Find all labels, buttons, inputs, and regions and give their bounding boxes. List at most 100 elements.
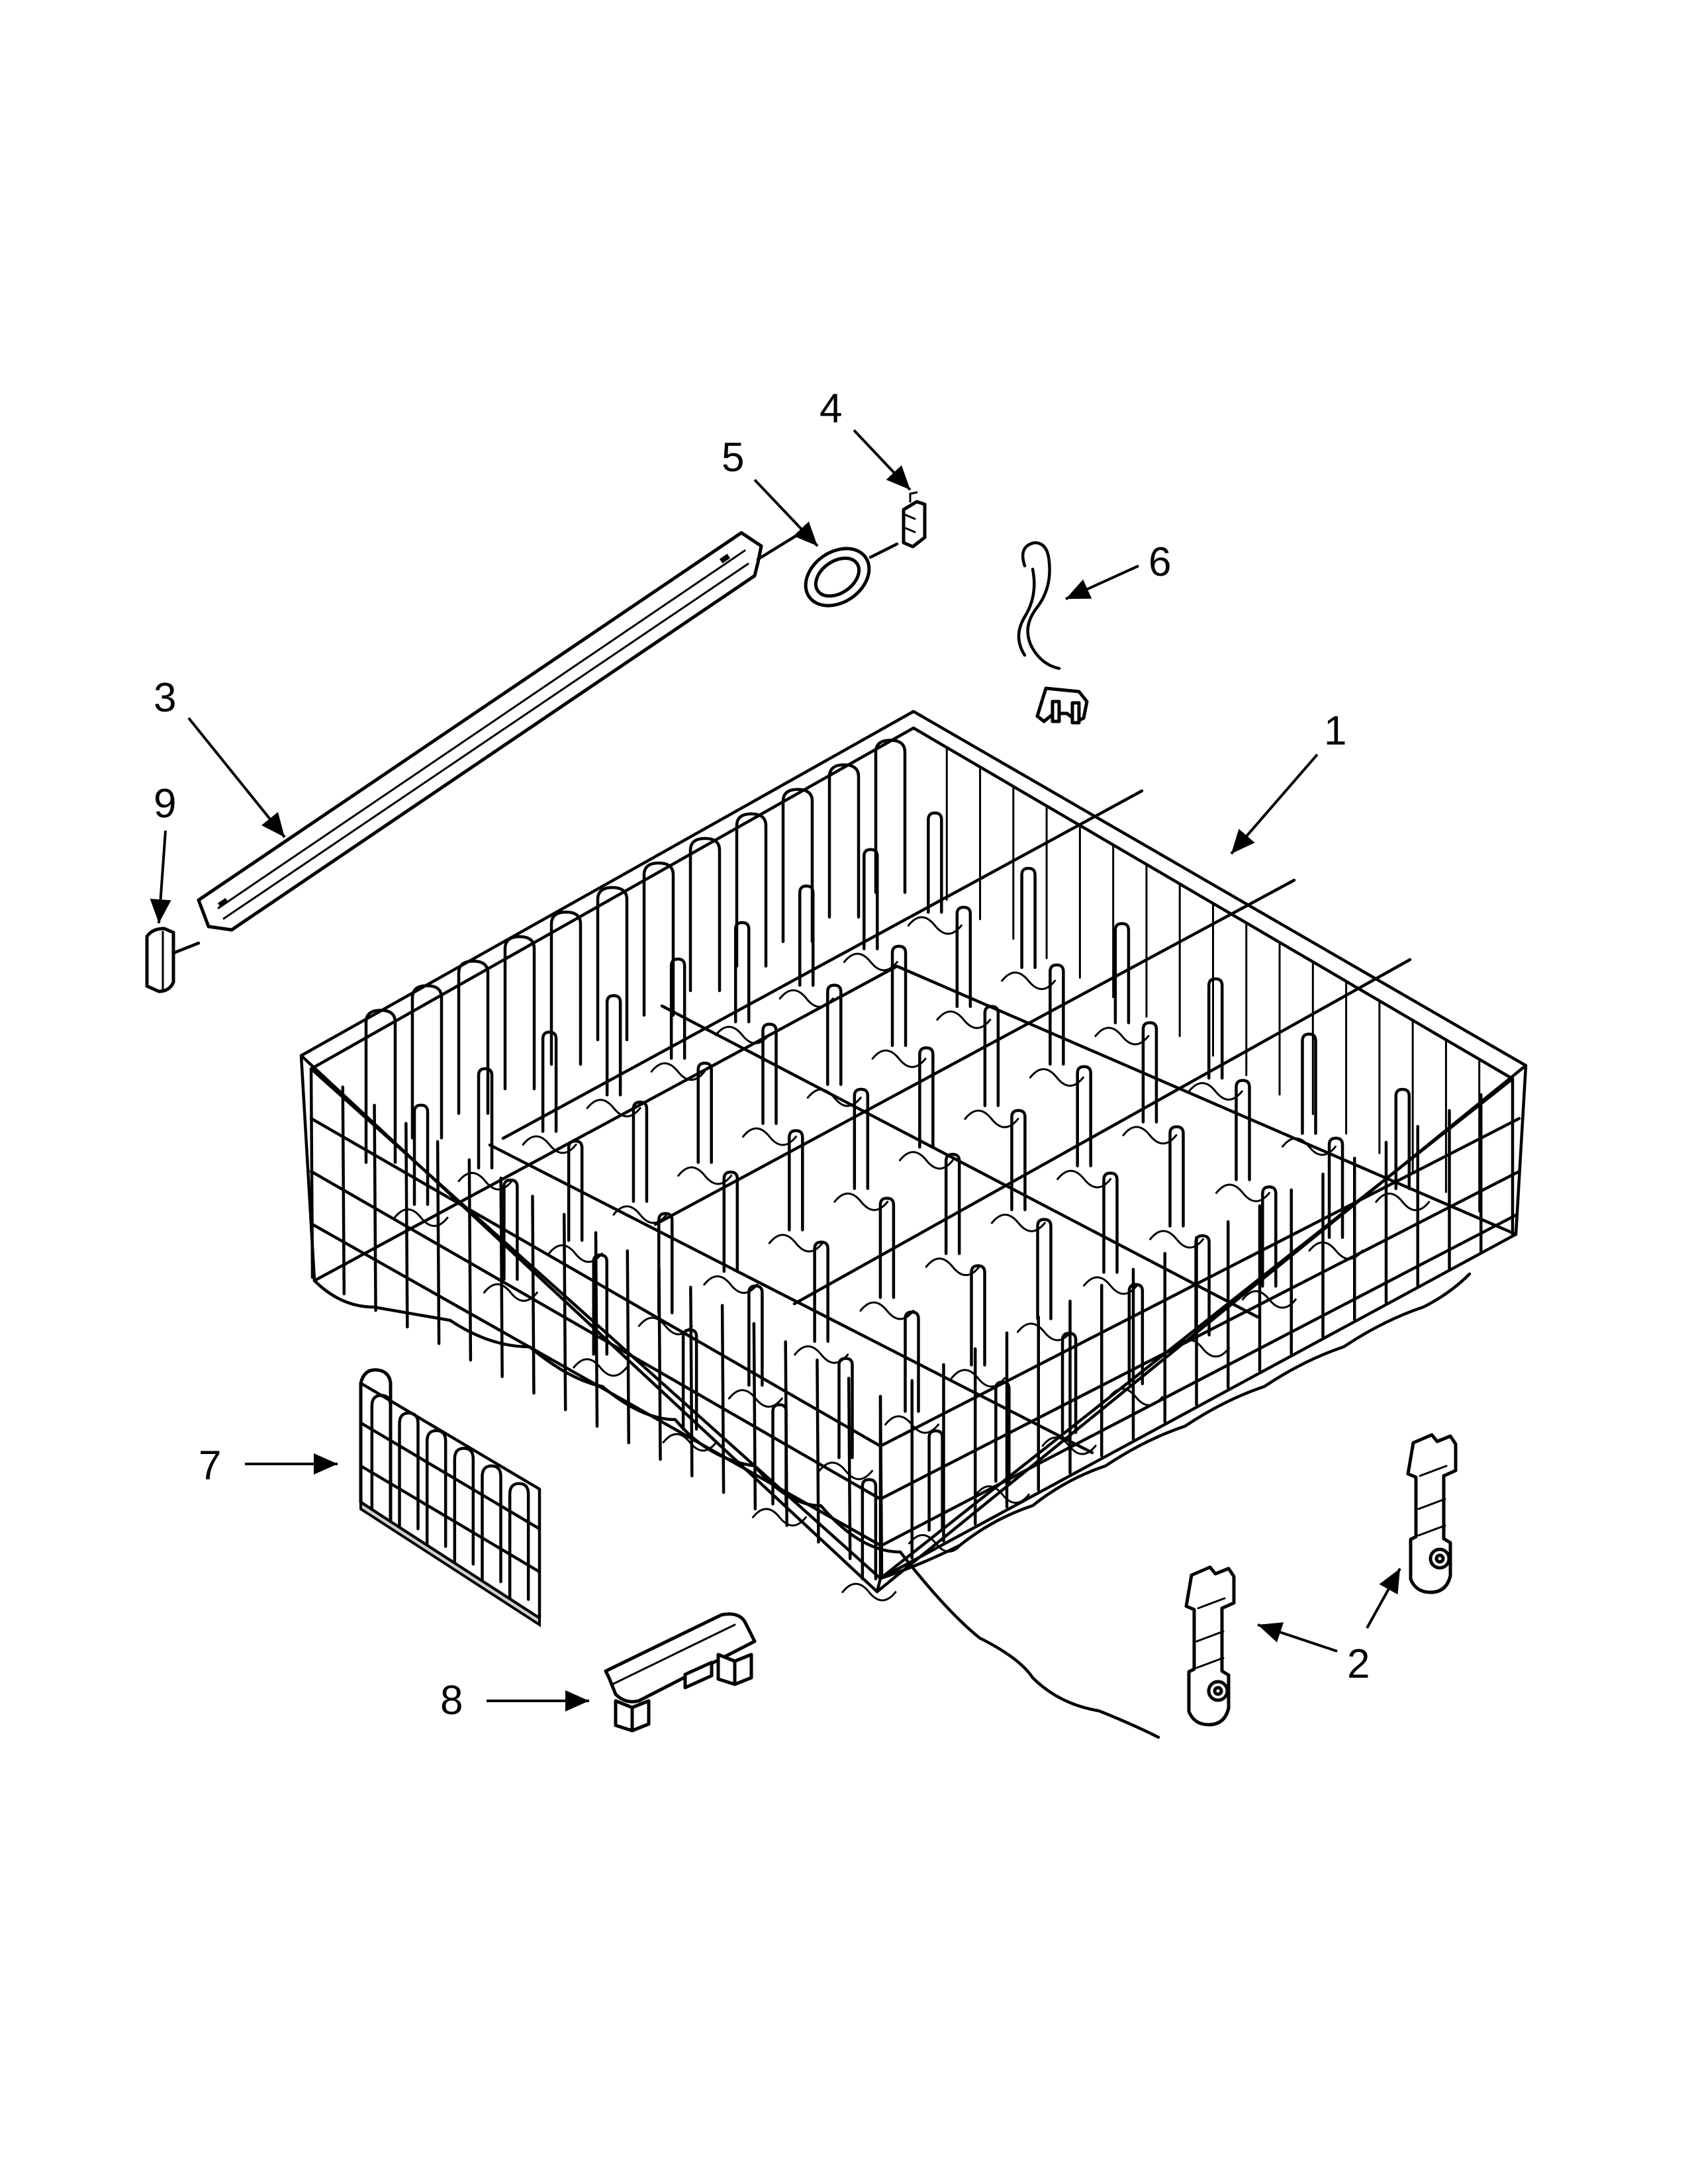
rack-side-wire [626, 1249, 631, 1445]
rack-floor-wave [908, 1533, 964, 1553]
stop-clip-part-8 [604, 1612, 757, 1733]
rack-back-tine [410, 984, 444, 1140]
rack-floor-wave [650, 1062, 706, 1081]
callout-label-5: 5 [722, 435, 744, 480]
rack-interior-tine [927, 811, 943, 914]
leader-arrow-2a [1257, 1622, 1338, 1653]
rack-interior-tine [904, 1310, 920, 1413]
insert-tine [508, 1482, 530, 1601]
callout-label-4: 4 [820, 386, 842, 432]
rack-interior-tine [1261, 1185, 1278, 1288]
rack-back-tine [781, 788, 814, 943]
rack-floor-wave [393, 1208, 449, 1227]
rack-interior-tine [970, 1264, 986, 1367]
wheel-assembly-part-2-rear [1406, 1433, 1458, 1594]
callout-8: 8 [440, 1678, 589, 1723]
rack-interior-tine [657, 1212, 674, 1314]
rack-back-tine [596, 886, 629, 1042]
rack-interior-tine [1235, 1079, 1251, 1181]
rack-interior-tine [1194, 1234, 1211, 1337]
rack-interior-tine [567, 1139, 584, 1242]
callout-label-2: 2 [1347, 1641, 1370, 1687]
rack-interior-tine [502, 1178, 519, 1281]
rack-interior-tine [605, 994, 622, 1097]
leader-arrow-3 [187, 717, 286, 839]
rack-back-tine [503, 934, 536, 1091]
rack-interior-tine [955, 905, 972, 1009]
rack-interior-tine [761, 1023, 778, 1125]
rack-interior-tine [1113, 922, 1131, 1024]
rack-interior-tine [927, 1429, 944, 1532]
rack-interior-tine [1394, 1087, 1411, 1191]
rack-floor-wave [936, 1010, 992, 1029]
rack-back-tine [688, 837, 722, 993]
callout-7: 7 [199, 1443, 338, 1488]
rack-interior-tine [1207, 977, 1224, 1080]
rack-interior-tine [696, 1062, 713, 1164]
callout-label-3: 3 [154, 675, 176, 721]
insert-tine [481, 1464, 502, 1584]
leader-arrow-6 [1065, 565, 1139, 600]
rack-back-tine [827, 763, 861, 919]
rack-back-tine [457, 960, 490, 1115]
rack-back-tine [549, 910, 583, 1066]
rack-interior-tine [918, 1046, 935, 1149]
rack-floor-wave [1001, 971, 1056, 990]
rack-interior-tine [861, 1478, 878, 1580]
rack-interior-tine [813, 1240, 829, 1343]
rack-interior-tine [788, 1129, 804, 1232]
rack-interior-tine [983, 1005, 1000, 1107]
rack-side-wire [720, 1304, 726, 1494]
rack-floor-wave [573, 1358, 628, 1377]
rack-interior-tine [722, 1170, 739, 1273]
rack-floor-wave [806, 1088, 862, 1107]
rack-floor-wave [1188, 1081, 1243, 1101]
callout-1: 1 [1230, 708, 1346, 855]
rack-interior-tine [1301, 1032, 1317, 1135]
rack-interior-tine [1327, 1136, 1344, 1239]
leader-arrow-5 [753, 478, 819, 547]
rack-interior-tine [669, 957, 686, 1060]
insert-tine [453, 1447, 475, 1566]
rack-back-tine [874, 739, 907, 894]
rack-side-wire [689, 1285, 694, 1478]
rack-floor-wave [841, 1582, 897, 1602]
leader-arrow-4 [853, 429, 912, 491]
rack-back-tine [735, 812, 768, 968]
callout-label-8: 8 [440, 1678, 463, 1723]
track-rail-part-3 [197, 531, 803, 932]
callout-label-9: 9 [154, 781, 176, 827]
rack-floor-wave [818, 1461, 873, 1480]
callout-label-7: 7 [199, 1443, 221, 1488]
rack-floor-wave [752, 1508, 807, 1527]
rack-floor-wave [1029, 1068, 1084, 1087]
rack-interior-tine [541, 1030, 558, 1133]
rack-interior-tine [1036, 1218, 1053, 1320]
rack-interior-tine [798, 884, 815, 987]
rack-side-wire [467, 1158, 473, 1362]
clip-part-4 [902, 491, 927, 549]
callout-4: 4 [820, 386, 912, 491]
rack-interior-tine [1049, 963, 1065, 1066]
rack-floor-wave [843, 952, 898, 972]
leader-arrow-9 [150, 830, 171, 924]
rack-interior-tine [1127, 1283, 1145, 1386]
rack-interior-tine [412, 1103, 430, 1206]
rack-floor-wave [1041, 1436, 1097, 1455]
rack-interior-tine [1102, 1171, 1119, 1274]
rack-side-wire [752, 1322, 757, 1511]
rack-floor-wave [483, 1283, 538, 1302]
insert-tine [398, 1411, 420, 1531]
rack-interior-tine [1168, 1125, 1185, 1228]
adjuster-ring-part-5 [804, 542, 899, 608]
rack-side-wire [436, 1140, 441, 1345]
rack-floor-wave [778, 989, 834, 1008]
rack-floor-wave [974, 1485, 1030, 1504]
rack-interior-tine [1060, 1332, 1078, 1434]
rack-interior-tine [837, 1357, 854, 1459]
rack-back-tine [364, 1009, 397, 1164]
callout-2: 2 [1257, 1568, 1401, 1687]
rack-interior-tine [1010, 1109, 1027, 1212]
rack-interior-tine [1020, 866, 1037, 970]
leader-arrow-2b [1366, 1568, 1401, 1629]
